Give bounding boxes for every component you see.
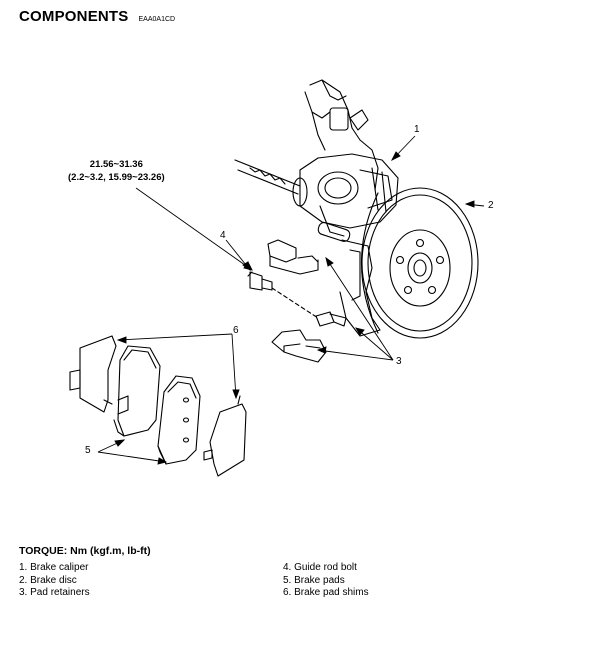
drive-shaft	[234, 159, 308, 207]
callout-1: 1	[414, 124, 420, 135]
callout-4: 4	[220, 230, 226, 241]
torque-spec-kgf-lbft: (2.2~3.2, 15.99~23.26)	[68, 172, 165, 183]
legend-right: 4. Guide rod bolt 5. Brake pads 6. Brake…	[283, 562, 369, 600]
guide-rod-bolt-lower	[315, 311, 347, 327]
page-title: COMPONENTS	[19, 8, 129, 25]
brake-pad-shim-outer	[203, 395, 247, 477]
torque-units-heading: TORQUE: Nm (kgf.m, lb-ft)	[19, 545, 151, 557]
pad-retainer-upper	[267, 239, 319, 275]
callout-6: 6	[233, 325, 239, 336]
document-code: EAA0A1CD	[138, 16, 176, 23]
brake-pad-inner	[113, 345, 161, 437]
legend-item: 2. Brake disc	[19, 574, 77, 586]
torque-spec-label: 21.56~31.36 (2.2~3.2, 15.99~23.26)	[68, 158, 165, 184]
callout-3: 3	[396, 356, 402, 367]
brake-assembly-diagram	[69, 79, 485, 477]
legend-left: 1. Brake caliper 2. Brake disc 3. Pad re…	[19, 562, 90, 600]
legend-item: 4. Guide rod bolt	[283, 562, 357, 573]
legend-item: 3. Pad retainers	[19, 587, 90, 598]
brake-pad-outer	[157, 375, 201, 465]
header: COMPONENTS EAA0A1CD	[19, 8, 175, 25]
legend-item: 1. Brake caliper	[19, 562, 89, 573]
guide-rod-bolt	[247, 271, 273, 291]
pad-retainer-lower	[271, 329, 327, 363]
callout-5: 5	[85, 445, 91, 456]
brake-pad-shim-inner	[69, 335, 117, 413]
bolt-axis	[271, 287, 319, 319]
legend-item: 6. Brake pad shims	[283, 587, 369, 598]
brake-disc	[361, 187, 479, 339]
legend-item: 5. Brake pads	[283, 574, 345, 586]
torque-spec-nm: 21.56~31.36	[89, 159, 143, 170]
steering-knuckle	[304, 79, 379, 191]
callout-2: 2	[488, 200, 494, 211]
brake-caliper	[299, 153, 399, 242]
leader-lines	[97, 135, 485, 465]
